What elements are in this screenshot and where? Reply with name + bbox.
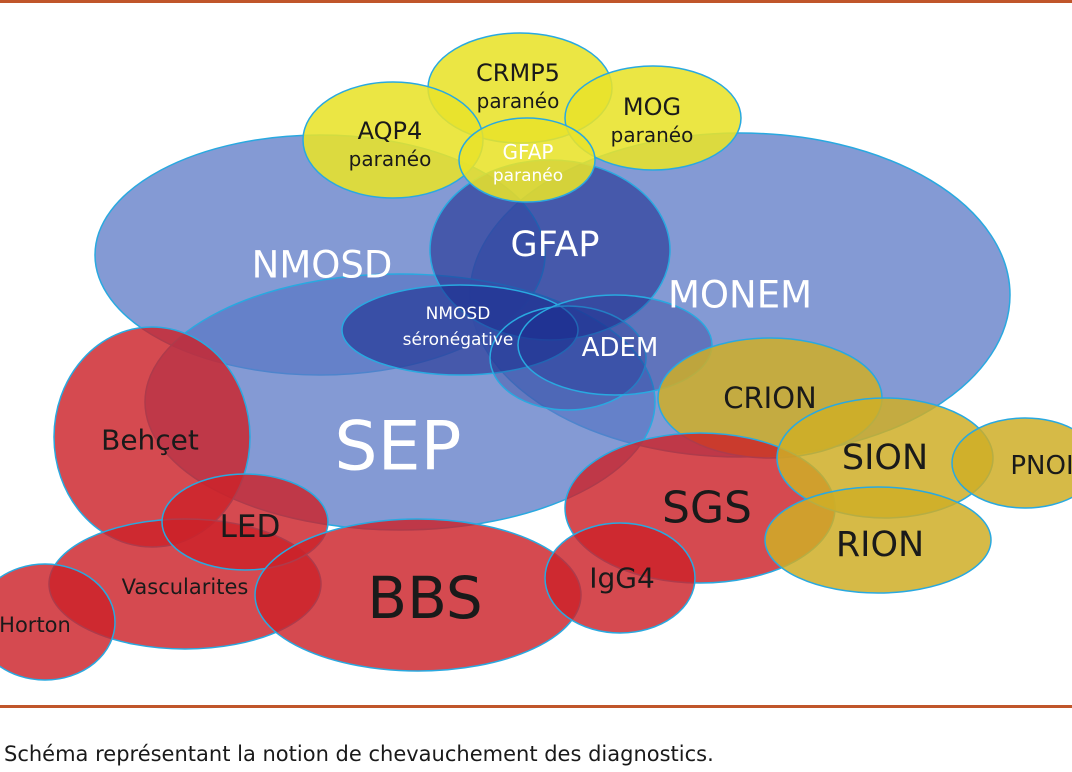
label-mog-1: MOG (623, 93, 681, 121)
bottom-rule (0, 705, 1072, 708)
label-nmosd-seroneg-1: NMOSD (426, 304, 491, 324)
igg4-ellipse (544, 522, 696, 634)
label-nmosd: NMOSD (252, 244, 393, 287)
pnoi-ellipse (951, 417, 1072, 509)
label-crmp5-2: paranéo (477, 89, 560, 113)
label-bbs: BBS (367, 564, 482, 632)
label-adem: ADEM (582, 333, 659, 363)
label-aqp4-2: paranéo (349, 147, 432, 171)
label-gfap-paraneo-1: GFAP (503, 140, 554, 164)
label-igg4: IgG4 (589, 562, 655, 595)
top-rule (0, 0, 1072, 3)
label-led: LED (220, 509, 281, 545)
rion-ellipse (764, 486, 992, 594)
label-sgs: SGS (662, 483, 752, 534)
label-vascularites: Vascularites (122, 575, 249, 599)
gfap-paraneo-ellipse (458, 117, 596, 203)
mog-ellipse (564, 65, 742, 171)
adem-ellipse (489, 305, 647, 411)
label-gfap: GFAP (510, 225, 599, 265)
horton-ellipse (0, 563, 116, 681)
label-aqp4-1: AQP4 (358, 117, 423, 145)
label-gfap-paraneo-2: paranéo (493, 166, 563, 186)
figure-caption: Schéma représentant la notion de chevauc… (4, 742, 714, 766)
label-behcet: Behçet (101, 424, 199, 457)
label-rion: RION (836, 525, 924, 565)
label-pnoi: PNOI (1010, 451, 1072, 481)
led-ellipse (161, 473, 329, 571)
adem-inner-ellipse (517, 294, 713, 396)
label-crion: CRION (723, 381, 816, 415)
label-sion: SION (842, 438, 928, 478)
label-crmp5-1: CRMP5 (476, 59, 560, 87)
label-horton: Horton (0, 613, 71, 637)
label-nmosd-seroneg-2: séronégative (403, 330, 514, 350)
label-monem: MONEM (668, 274, 812, 317)
label-sep: SEP (334, 408, 461, 487)
label-mog-2: paranéo (611, 123, 694, 147)
overlap-diagram: NMOSD GFAP MONEM NMOSD séronégative ADEM… (0, 32, 1072, 681)
